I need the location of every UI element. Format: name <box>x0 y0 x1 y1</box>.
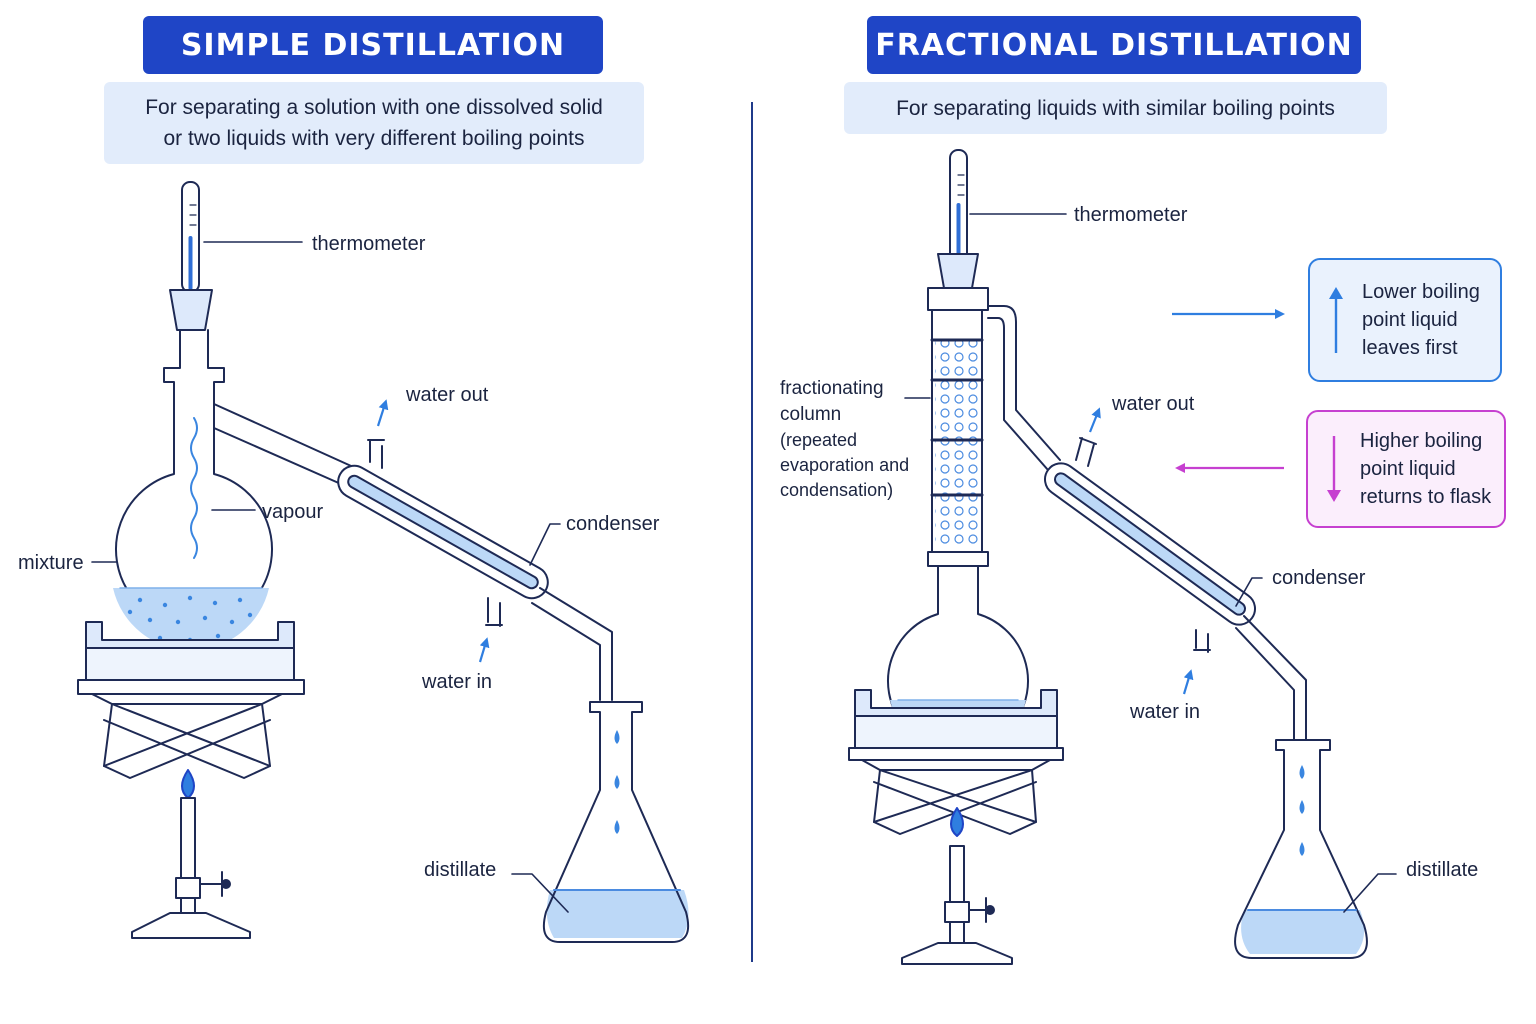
callout-line: returns to flask <box>1360 486 1492 508</box>
label-condenser-simple: condenser <box>566 513 660 535</box>
label-column-line: (repeated <box>780 430 857 450</box>
thermometer-fractional <box>937 149 979 296</box>
simple-distillation-subtitle: For separating a solution with one disso… <box>104 82 644 164</box>
subtitle-line: For separating liquids with similar boil… <box>896 96 1335 120</box>
round-bottom-flask-simple <box>113 329 273 651</box>
fractional-distillation-subtitle: For separating liquids with similar boil… <box>844 82 1387 134</box>
delivery-tube-simple <box>531 587 613 701</box>
callout-lower-boiling: Lower boiling point liquid leaves first <box>1308 258 1502 382</box>
label-column-line: evaporation and <box>780 455 909 475</box>
label-condenser-fractional: condenser <box>1272 567 1366 589</box>
water-arrows <box>376 309 1285 695</box>
vapour-wave <box>190 417 198 559</box>
condenser-fractional <box>1044 437 1256 653</box>
subtitle-line: For separating a solution with one disso… <box>145 96 603 119</box>
conical-flask-fractional <box>1234 739 1368 959</box>
label-thermometer-simple: thermometer <box>312 233 426 255</box>
callout-higher-boiling: Higher boiling point liquid returns to f… <box>1306 410 1506 528</box>
heating-stand-simple <box>77 621 305 939</box>
heating-stand-fractional <box>848 689 1064 965</box>
flame-icon <box>950 807 964 837</box>
label-water-out-simple: water out <box>405 384 489 406</box>
thermometer-simple <box>169 181 213 331</box>
distillate-drops <box>1299 765 1305 856</box>
fractionating-column <box>927 287 1061 567</box>
label-column-line: column <box>780 404 841 425</box>
arrow-up-icon <box>1310 285 1362 355</box>
panel-divider <box>751 102 753 962</box>
leader-lines <box>91 213 1397 913</box>
callout-line: point liquid <box>1362 309 1458 331</box>
callout-line: point liquid <box>1360 458 1456 480</box>
subtitle-line: or two liquids with very different boili… <box>163 127 585 150</box>
callout-line: Lower boiling <box>1362 281 1480 303</box>
simple-distillation-title: SIMPLE DISTILLATION <box>143 16 603 74</box>
condenser-simple <box>337 439 549 627</box>
label-distillate-fractional: distillate <box>1406 859 1478 881</box>
flame-icon <box>181 769 195 799</box>
label-water-in-simple: water in <box>421 671 492 693</box>
label-column-line: condensation) <box>780 480 893 500</box>
label-column-line: fractionating <box>780 378 884 399</box>
side-arm-simple <box>213 403 361 489</box>
delivery-tube-fractional <box>1235 615 1307 741</box>
label-water-in-fractional: water in <box>1129 701 1200 723</box>
label-thermometer-fractional: thermometer <box>1074 204 1188 226</box>
label-mixture: mixture <box>18 552 84 574</box>
distillate-drops <box>614 730 620 834</box>
fractional-distillation-title: FRACTIONAL DISTILLATION <box>867 16 1361 74</box>
arrow-down-icon <box>1308 434 1360 504</box>
callout-line: Higher boiling <box>1360 430 1483 452</box>
label-vapour: vapour <box>262 501 323 523</box>
label-water-out-fractional: water out <box>1111 393 1195 415</box>
callout-line: leaves first <box>1362 337 1458 359</box>
conical-flask-simple <box>542 701 690 943</box>
label-distillate-simple: distillate <box>424 859 496 881</box>
dissolved-solid-dots <box>127 595 253 643</box>
